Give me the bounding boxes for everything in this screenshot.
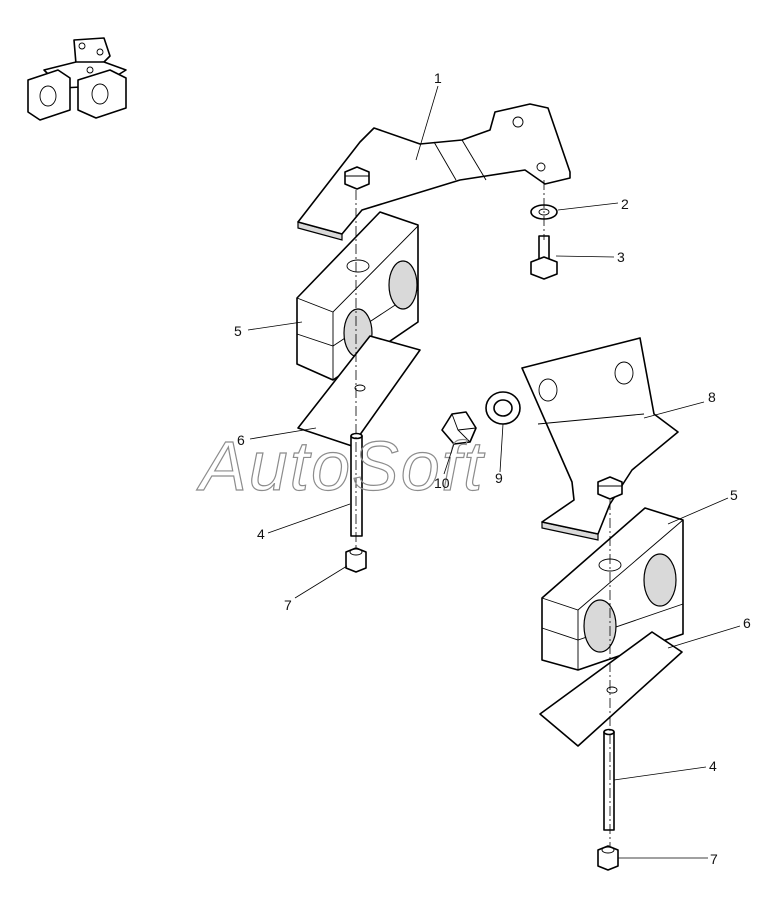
plate-lower (539, 631, 683, 747)
flange-nut-upper (345, 547, 367, 573)
leader-lines (247, 85, 741, 859)
callout-5-upper: 5 (234, 323, 242, 339)
callout-7-upper: 7 (284, 597, 292, 613)
stud-upper (350, 432, 363, 537)
callout-10: 10 (434, 475, 450, 491)
watermark-text: AutoSoft (196, 427, 485, 505)
bracket-upper (297, 103, 571, 241)
assembly-thumbnail (27, 37, 127, 121)
bracket-lower (521, 337, 679, 541)
washer-large (485, 391, 521, 425)
callout-8: 8 (708, 389, 716, 405)
callout-7-lower: 7 (710, 851, 718, 867)
callout-6-lower: 6 (743, 615, 751, 631)
clamp-block-upper (296, 211, 419, 381)
callout-4-lower: 4 (709, 758, 717, 774)
callout-2: 2 (621, 196, 629, 212)
stud-lower (603, 728, 615, 831)
callout-3: 3 (617, 249, 625, 265)
clamp-block-lower (541, 507, 684, 671)
callout-labels: 1 2 3 5 6 4 7 10 9 8 5 6 4 7 (234, 70, 751, 867)
bolt-short (530, 235, 558, 280)
callout-6-upper: 6 (237, 432, 245, 448)
flange-nut-lower (597, 845, 619, 871)
callout-9: 9 (495, 470, 503, 486)
plate-upper (297, 335, 421, 447)
callout-4-upper: 4 (257, 526, 265, 542)
callout-1: 1 (434, 70, 442, 86)
callout-5-lower: 5 (730, 487, 738, 503)
